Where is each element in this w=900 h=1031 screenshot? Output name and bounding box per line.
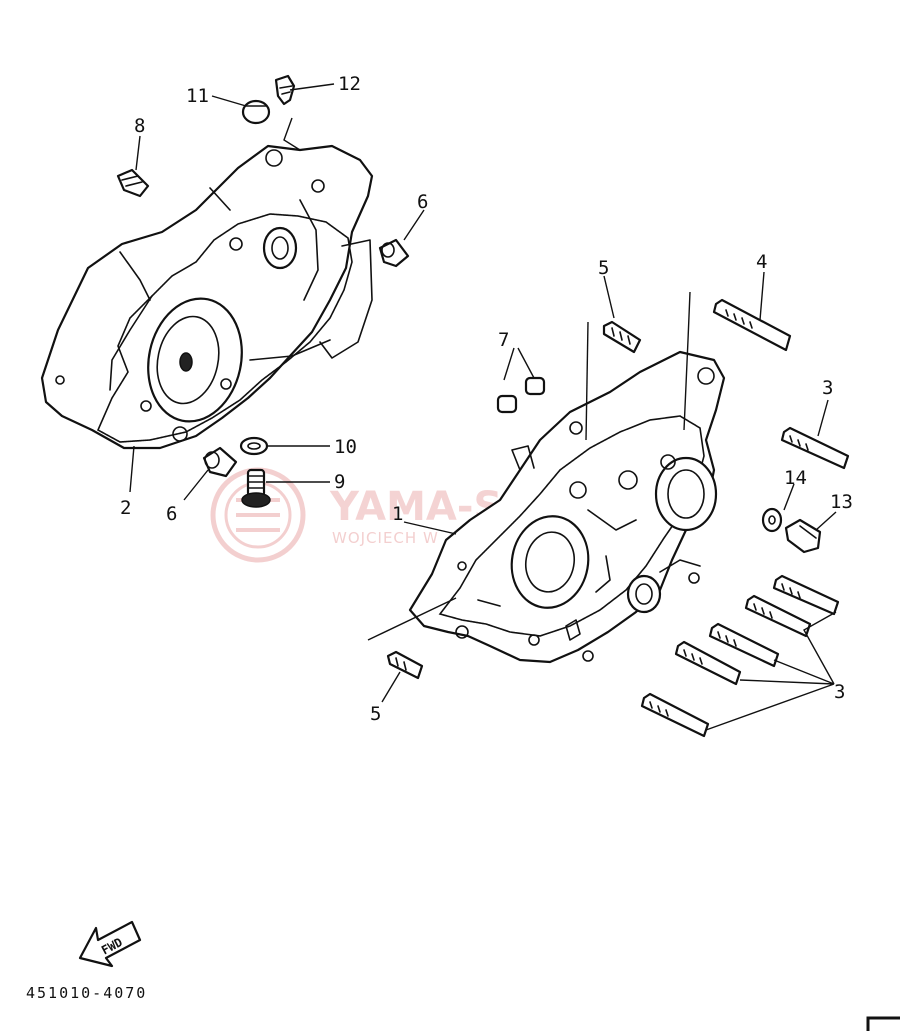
callout-1: 1 xyxy=(392,503,403,525)
screw-8 xyxy=(116,168,150,198)
callout-9: 9 xyxy=(334,471,345,493)
callout-12: 12 xyxy=(338,73,361,95)
callout-5-upper: 5 xyxy=(598,257,609,279)
callout-5-lower: 5 xyxy=(370,703,381,725)
callout-11: 11 xyxy=(186,85,209,107)
callout-labels: 12 11 8 6 10 9 2 6 7 5 4 3 14 13 1 5 3 xyxy=(120,73,853,725)
screw-5-lower xyxy=(386,650,424,680)
right-crankcase-half xyxy=(408,350,726,664)
leader-lines xyxy=(129,83,837,731)
screw-5-upper xyxy=(602,320,642,354)
dowel-pin-6-lower xyxy=(202,446,238,478)
forward-arrow-icon: FWD xyxy=(78,920,142,968)
callout-10: 10 xyxy=(334,436,357,458)
dowel-7 xyxy=(496,376,546,414)
watermark-subtitle: WOJCIECH W xyxy=(332,529,439,547)
callout-3-upper: 3 xyxy=(822,377,833,399)
plug-11 xyxy=(241,99,271,125)
long-bolt-4 xyxy=(712,298,792,352)
callout-8: 8 xyxy=(134,115,145,137)
washer-10 xyxy=(239,436,269,456)
bolts-3 xyxy=(640,426,850,738)
drain-bolt-9 xyxy=(241,468,271,508)
left-crankcase-half xyxy=(40,144,374,450)
corner-frame-mark xyxy=(866,1016,900,1031)
callout-3-lower: 3 xyxy=(834,681,845,703)
callout-14: 14 xyxy=(784,467,807,489)
bolt-12 xyxy=(274,74,296,106)
callout-6-lower: 6 xyxy=(166,503,177,525)
reference-code: 451010-4070 xyxy=(26,984,147,1002)
callout-6-upper: 6 xyxy=(417,191,428,213)
bolt-13 xyxy=(784,518,822,554)
callout-4: 4 xyxy=(756,251,767,273)
callout-13: 13 xyxy=(830,491,853,513)
callout-2: 2 xyxy=(120,497,131,519)
callout-7: 7 xyxy=(498,329,509,351)
dowel-pin-6-upper xyxy=(378,238,410,268)
washer-14 xyxy=(761,507,783,533)
